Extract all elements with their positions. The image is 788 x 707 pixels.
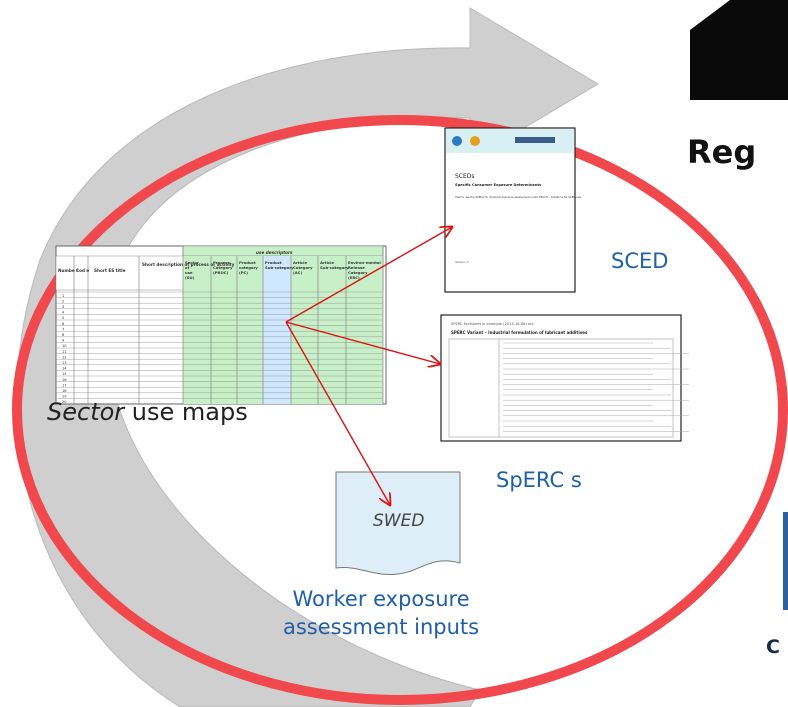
connector-arrows: [285, 227, 452, 505]
arrow-to-sperc: [285, 321, 440, 364]
map-descriptor-header: Release: [348, 265, 365, 270]
reg-label: Reg: [687, 133, 757, 171]
map-row-number: 14: [62, 367, 67, 371]
map-row-number: 6: [62, 322, 65, 326]
sperc-document: SPERC Factsheet in example (2013-18-08) …: [440, 314, 689, 442]
map-descriptor-header: (ERC): [348, 275, 360, 280]
map-row-number: 2: [62, 299, 64, 303]
map-row-number: 1: [62, 294, 64, 298]
map-descriptor-header: (PROC): [213, 270, 228, 275]
map-row-number: 10: [62, 344, 67, 348]
arrow-to-sced: [285, 227, 452, 323]
map-row-number: 17: [62, 383, 67, 387]
use-map-table: Numbe r Cod e Short ES title Short descr…: [55, 245, 387, 405]
sced-doc-version: Version 1: [455, 260, 469, 264]
map-descriptor-header: Process: [213, 260, 230, 265]
map-row-number: 19: [62, 395, 67, 399]
map-header-code: Cod e: [76, 268, 89, 273]
swed-label: SWED: [373, 511, 425, 531]
map-descriptor-header: category: [239, 265, 258, 270]
map-descriptor-header: Article: [320, 260, 334, 265]
sced-doc-subtitle: Specific Consumer Exposure Determinants: [455, 183, 541, 187]
map-header-title: Short ES title: [94, 268, 126, 273]
map-descriptor-header: Category: [348, 270, 368, 275]
map-descriptor-header: use: [185, 270, 193, 275]
map-descriptor-header: (PC): [239, 270, 248, 275]
map-row-number: 16: [62, 378, 67, 382]
sced-doc-body: How to use the SCEDs for chemical exposu…: [455, 195, 581, 199]
map-descriptor-header: Product: [265, 260, 282, 265]
map-row-number: 12: [62, 355, 67, 359]
map-descriptor-header: Category: [213, 265, 233, 270]
worker-exposure-label: Worker exposure assessment inputs: [283, 585, 479, 641]
map-row-number: 3: [62, 305, 64, 309]
map-descriptor-header: Product: [239, 260, 256, 265]
map-row-number: 20: [62, 400, 67, 404]
sperc-label: SpERC s: [496, 468, 582, 492]
map-row-number: 4: [62, 311, 65, 315]
sperc-doc-title: SPERC Variant – Industrial formulation o…: [451, 330, 588, 335]
map-descriptor-header: Sub-category: [265, 265, 294, 270]
right-blue-frame: [783, 512, 788, 610]
sced-document: SCEDs Specific Consumer Exposure Determi…: [444, 127, 581, 293]
map-descriptor-header: Article: [293, 260, 307, 265]
map-descriptor-header: Sub-category: [320, 265, 349, 270]
map-row-number: 9: [62, 339, 65, 343]
worker-label-line1: Worker exposure: [292, 587, 470, 611]
map-descriptor-header: (AC): [293, 270, 302, 275]
map-row-number: 15: [62, 372, 67, 376]
map-group-title: use descriptors: [256, 250, 293, 255]
c-label: C: [766, 636, 780, 658]
map-row-number: 11: [62, 350, 67, 354]
sperc-doc-header: SPERC Factsheet in example (2013-18-08) …: [451, 322, 535, 326]
map-descriptor-header: Environ-mental: [348, 260, 381, 265]
map-descriptor-header: (SU): [185, 275, 195, 280]
map-row-number: 18: [62, 389, 67, 393]
map-descriptor-header: Category: [293, 265, 313, 270]
sced-doc-title: SCEDs: [455, 173, 475, 180]
arrow-to-swed: [285, 321, 390, 505]
map-row-number: 7: [62, 327, 64, 331]
sector-word: Sector: [47, 398, 125, 426]
map-descriptor-header: Sector: [185, 260, 199, 265]
map-row-number: 8: [62, 333, 65, 337]
worker-label-line2: assessment inputs: [283, 615, 480, 639]
factory-icon: [690, 0, 788, 100]
sced-label: SCED: [611, 249, 669, 273]
sector-rest: use maps: [124, 398, 248, 426]
map-row-number: 5: [62, 316, 64, 320]
map-header-number: Numbe r: [58, 268, 79, 273]
sector-use-maps-label: Sector use maps: [47, 398, 248, 426]
map-descriptor-header: of: [185, 265, 190, 270]
swed-document-shape: [335, 471, 461, 575]
sced-logo-icon: [452, 136, 462, 146]
map-row-number: 13: [62, 361, 67, 365]
map-header-desc: Short description of process or activity: [142, 262, 235, 267]
sector-ellipse: [12, 115, 788, 705]
